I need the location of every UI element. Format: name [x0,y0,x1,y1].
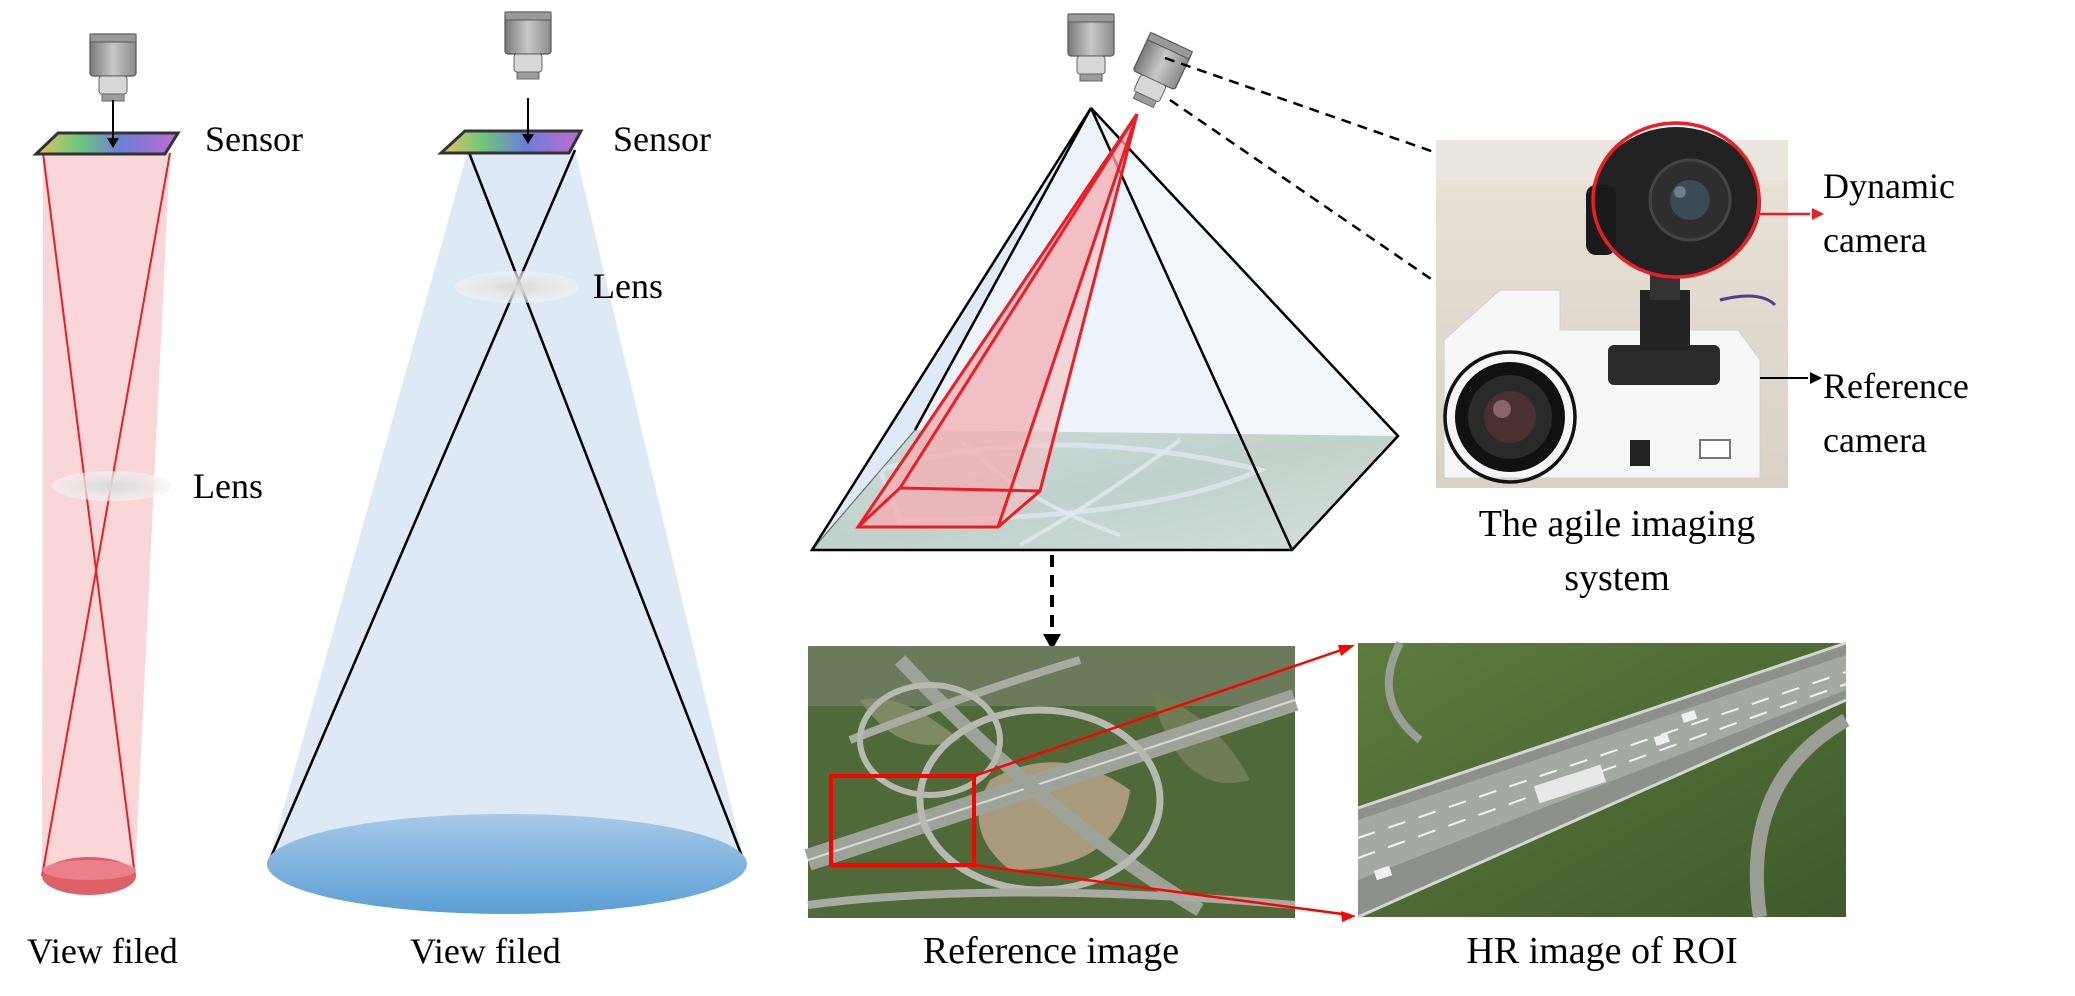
wide-fov-cone [268,150,745,864]
dynamic-camera-highlight [1591,121,1761,279]
hr-image: HR image of ROI [1357,641,1850,972]
narrow-fov-edge-right [41,152,171,877]
wide-fov-edge-right [466,149,747,865]
wide-view-field-ellipse [267,814,747,914]
narrow-view-label: View filed [27,931,178,971]
reference-camera-icon [1067,13,1115,82]
wide-fov-edge-left [266,149,577,865]
narrow-lens-label: Lens [193,466,263,506]
narrow-lens [52,471,172,501]
reference-image: Reference image [804,645,1356,972]
wide-sensor [437,129,584,155]
reference-camera-label-2: camera [1823,420,1927,460]
roi-box [829,774,976,867]
system-caption-1: The agile imaging [1479,503,1755,545]
agile-system-photo: Dynamic camera Reference camera The agil… [1436,121,1969,599]
wide-view-label: View filed [410,931,561,971]
dynamic-camera-icon [1121,31,1194,114]
narrow-camera-icon [89,33,137,102]
wide-sensor-label: Sensor [613,119,711,159]
reference-camera-highlight [1443,350,1577,484]
narrow-fov-edge-left [42,152,136,877]
dynamic-camera-label-1: Dynamic [1823,166,1955,206]
narrow-sensor-label: Sensor [205,119,303,159]
wide-lens [455,271,579,303]
wide-lens-label: Lens [593,266,663,306]
pyramid-panel [809,13,1601,650]
wide-camera-icon [504,11,552,80]
narrow-fov-panel: Sensor Lens View filed [27,33,303,971]
reference-image-caption: Reference image [923,930,1179,972]
narrow-sensor [32,131,181,156]
hr-image-caption: HR image of ROI [1466,930,1737,972]
system-caption-2: system [1564,557,1670,599]
dynamic-camera-label-2: camera [1823,220,1927,260]
wide-fov-panel: Sensor Lens View filed [266,11,747,971]
reference-camera-label-1: Reference [1823,366,1969,406]
